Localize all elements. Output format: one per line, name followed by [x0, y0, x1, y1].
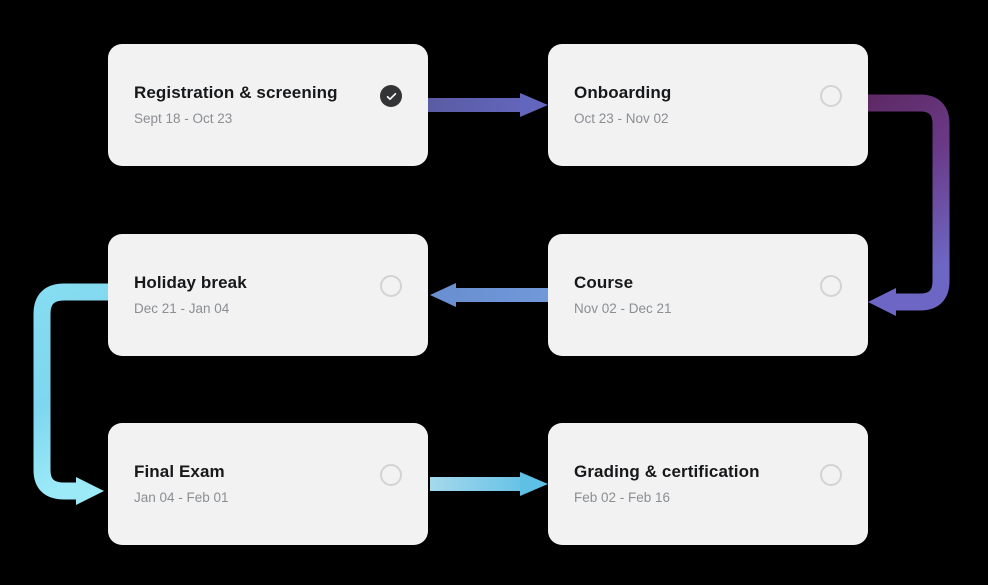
stage-dates: Feb 02 - Feb 16	[574, 489, 671, 505]
stage-card-registration-screening[interactable]: Registration & screening Sept 18 - Oct 2…	[108, 44, 428, 166]
stage-title: Registration & screening	[134, 83, 338, 103]
circle-outline-icon	[820, 275, 842, 297]
circle-outline-icon	[820, 85, 842, 107]
circle-outline-icon	[820, 464, 842, 486]
stage-card-holiday-break[interactable]: Holiday break Dec 21 - Jan 04	[108, 234, 428, 356]
stage-card-course[interactable]: Course Nov 02 - Dec 21	[548, 234, 868, 356]
stage-card-grading-certification[interactable]: Grading & certification Feb 02 - Feb 16	[548, 423, 868, 545]
stage-title: Onboarding	[574, 83, 672, 103]
stage-title: Course	[574, 273, 634, 293]
connector-holiday-break-to-final-exam	[33, 283, 108, 505]
stage-title: Final Exam	[134, 462, 225, 482]
connector-onboarding-to-course	[868, 94, 950, 316]
stage-title: Grading & certification	[574, 462, 760, 482]
connector-registration-to-onboarding	[428, 93, 548, 117]
stage-dates: Sept 18 - Oct 23	[134, 110, 233, 126]
circle-outline-icon	[380, 275, 402, 297]
stage-card-final-exam[interactable]: Final Exam Jan 04 - Feb 01	[108, 423, 428, 545]
circle-outline-icon	[380, 464, 402, 486]
check-circle-icon	[380, 85, 402, 107]
stage-title: Holiday break	[134, 273, 247, 293]
stage-card-onboarding[interactable]: Onboarding Oct 23 - Nov 02	[548, 44, 868, 166]
connector-course-to-holiday-break	[430, 283, 548, 307]
stage-dates: Jan 04 - Feb 01	[134, 489, 229, 505]
connector-final-exam-to-grading	[430, 472, 548, 496]
stage-dates: Oct 23 - Nov 02	[574, 110, 669, 126]
stage-dates: Dec 21 - Jan 04	[134, 300, 230, 316]
stage-dates: Nov 02 - Dec 21	[574, 300, 672, 316]
